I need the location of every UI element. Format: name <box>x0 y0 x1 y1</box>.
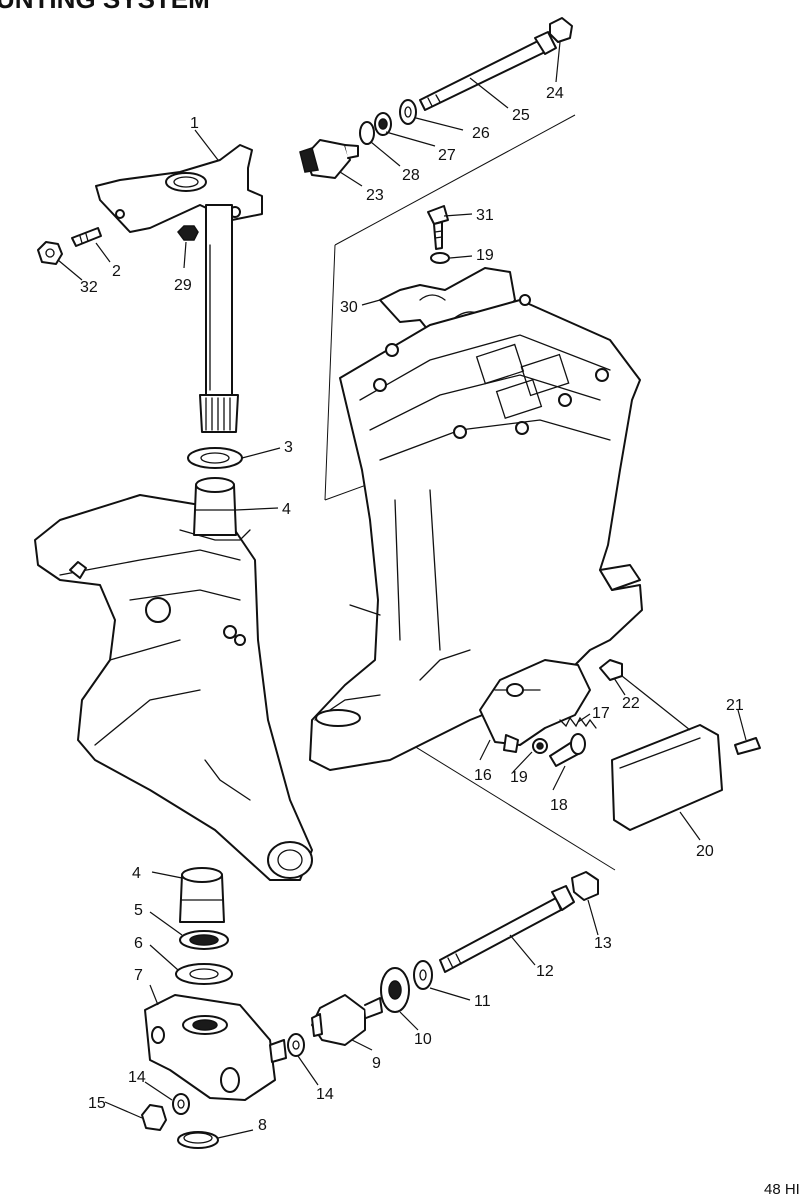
anode-plate-20 <box>611 724 723 831</box>
callout-11: 11 <box>474 993 491 1010</box>
washer-28 <box>359 121 375 145</box>
bushing-4-lower <box>179 867 225 923</box>
callout-17: 17 <box>592 705 610 722</box>
washer-11 <box>413 960 433 990</box>
bolt-12 <box>439 885 575 973</box>
washer-19-lower <box>532 738 548 754</box>
callout-19-upper: 19 <box>476 247 494 264</box>
callout-25: 25 <box>512 107 530 124</box>
callout-28: 28 <box>402 167 420 184</box>
page-reference: 48 HI <box>764 1181 799 1198</box>
nut-24 <box>549 17 573 43</box>
callout-5: 5 <box>134 902 143 919</box>
callout-24: 24 <box>546 85 564 102</box>
bolt-25 <box>419 31 557 111</box>
callout-22: 22 <box>622 695 640 712</box>
stud-2 <box>71 227 102 247</box>
callout-27: 27 <box>438 147 456 164</box>
callout-32: 32 <box>80 279 98 296</box>
cap-15 <box>141 1104 167 1131</box>
midsection-housing <box>309 294 643 771</box>
bolt-18 <box>549 733 586 767</box>
callout-16: 16 <box>474 767 492 784</box>
washer-27 <box>374 112 392 136</box>
washer-19-upper <box>430 252 450 264</box>
nut-13 <box>571 871 599 901</box>
callout-21: 21 <box>726 697 744 714</box>
washer-3 <box>187 447 243 469</box>
callout-8: 8 <box>258 1117 267 1134</box>
screw-21 <box>734 737 761 755</box>
callout-7: 7 <box>134 967 143 984</box>
retaining-ring-8 <box>177 1131 219 1149</box>
bushing-23 <box>299 139 359 179</box>
callout-3: 3 <box>284 439 293 456</box>
callout-31: 31 <box>476 207 494 224</box>
nut-29 <box>177 225 199 241</box>
callout-30: 30 <box>340 299 358 316</box>
callout-26: 26 <box>472 125 490 142</box>
bolt-31 <box>427 205 449 250</box>
callout-23: 23 <box>366 187 384 204</box>
callout-12: 12 <box>536 963 554 980</box>
callout-14-right: 14 <box>316 1086 334 1103</box>
housing-16 <box>479 659 591 753</box>
callout-6: 6 <box>134 935 143 952</box>
callout-15: 15 <box>88 1095 106 1112</box>
swivel-bracket <box>34 494 313 881</box>
callout-4-lower: 4 <box>132 865 141 882</box>
callout-14-left: 14 <box>128 1069 146 1086</box>
arm-7 <box>144 994 287 1101</box>
callout-1: 1 <box>190 115 199 132</box>
seal-5 <box>179 930 229 950</box>
bushing-4-upper <box>193 477 237 536</box>
steering-arm <box>95 144 263 233</box>
callout-20: 20 <box>696 843 714 860</box>
callout-2: 2 <box>112 263 121 280</box>
callout-10: 10 <box>414 1031 432 1048</box>
washer-26 <box>399 99 417 125</box>
callout-18: 18 <box>550 797 568 814</box>
diagram-title: UNTING SYSTEM <box>0 0 210 14</box>
plug-22 <box>599 659 623 681</box>
nut-32 <box>37 241 63 265</box>
washer-10 <box>380 967 410 1013</box>
callout-9: 9 <box>372 1055 381 1072</box>
bushing-9 <box>311 994 383 1046</box>
washer-14-right <box>287 1033 305 1057</box>
callout-29: 29 <box>174 277 192 294</box>
callout-labels: 1 2 3 4 4 5 6 7 8 9 10 11 12 13 14 14 15… <box>80 85 744 1134</box>
callout-4-upper: 4 <box>282 501 291 518</box>
steering-shaft <box>199 204 239 433</box>
washer-14-left <box>172 1093 190 1115</box>
washer-6 <box>175 963 233 985</box>
callout-19-lower: 19 <box>510 769 528 786</box>
callout-13: 13 <box>594 935 612 952</box>
leader-lines <box>57 41 747 1139</box>
